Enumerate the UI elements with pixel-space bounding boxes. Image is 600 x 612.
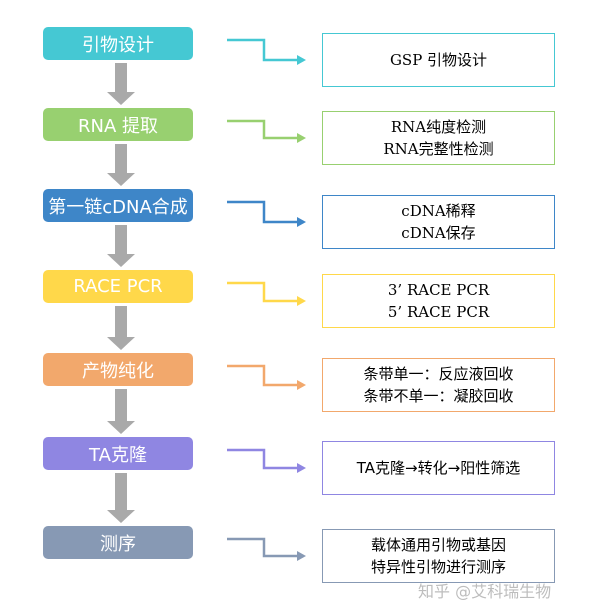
detail-line: 条带单一：反应液回收 xyxy=(363,365,514,383)
connector-arrow-icon xyxy=(227,281,306,306)
down-arrow-icon xyxy=(107,63,135,105)
step-label: RACE PCR xyxy=(73,276,163,297)
connector-arrow-icon xyxy=(227,119,306,143)
connector-arrow-icon xyxy=(227,38,306,65)
detail-line: cDNA保存 xyxy=(401,224,476,242)
detail-line: GSP 引物设计 xyxy=(389,51,488,69)
detail-line: 特异性引物进行测序 xyxy=(370,558,506,576)
step-label: 产物纯化 xyxy=(82,360,154,382)
down-arrow-icon xyxy=(107,306,135,350)
step-label: RNA 提取 xyxy=(77,115,158,137)
connector-arrow-icon xyxy=(227,537,306,561)
down-arrow-icon xyxy=(107,144,135,186)
connector-arrow-icon xyxy=(227,448,306,473)
step-6: TA克隆 xyxy=(43,437,193,470)
step-label: 测序 xyxy=(100,533,136,555)
step-5: 产物纯化 xyxy=(43,353,193,386)
detail-line: RNA纯度检测 xyxy=(390,118,487,136)
detail-line: 5’ RACE PCR xyxy=(387,303,490,321)
connector-arrow-icon xyxy=(227,200,306,227)
detail-line: 载体通用引物或基因 xyxy=(370,536,506,554)
step-2: RNA 提取 xyxy=(43,108,193,141)
detail-box-7: 载体通用引物或基因特异性引物进行测序 xyxy=(322,529,555,583)
detail-box-2: RNA纯度检测 RNA完整性检测 xyxy=(322,111,555,165)
detail-box-3: cDNA稀释 cDNA保存 xyxy=(322,195,555,249)
watermark: 知乎 @艾科瑞生物 xyxy=(418,582,552,601)
detail-box-5: 条带单一：反应液回收条带不单一：凝胶回收 xyxy=(322,358,555,412)
connector-arrow-icon xyxy=(227,364,306,390)
detail-line: TA克隆→转化→阳性筛选 xyxy=(356,459,521,477)
down-arrow-icon xyxy=(107,473,135,523)
detail-line: RNA完整性检测 xyxy=(383,140,494,158)
down-arrow-icon xyxy=(107,225,135,267)
detail-box-1: GSP 引物设计 xyxy=(322,33,555,87)
step-label: TA克隆 xyxy=(89,444,147,466)
step-1: 引物设计 xyxy=(43,27,193,60)
step-label: 引物设计 xyxy=(82,34,154,56)
detail-line: 3’ RACE PCR xyxy=(387,281,490,299)
detail-box-4: 3’ RACE PCR 5’ RACE PCR xyxy=(322,274,555,328)
step-4: RACE PCR xyxy=(43,270,193,303)
detail-line: 条带不单一：凝胶回收 xyxy=(363,387,514,405)
step-label: 第一链cDNA合成 xyxy=(48,196,188,218)
detail-line: cDNA稀释 xyxy=(401,202,476,220)
down-arrow-icon xyxy=(107,389,135,434)
detail-box-6: TA克隆→转化→阳性筛选 xyxy=(322,441,555,495)
step-3: 第一链cDNA合成 xyxy=(43,189,193,222)
step-7: 测序 xyxy=(43,526,193,559)
